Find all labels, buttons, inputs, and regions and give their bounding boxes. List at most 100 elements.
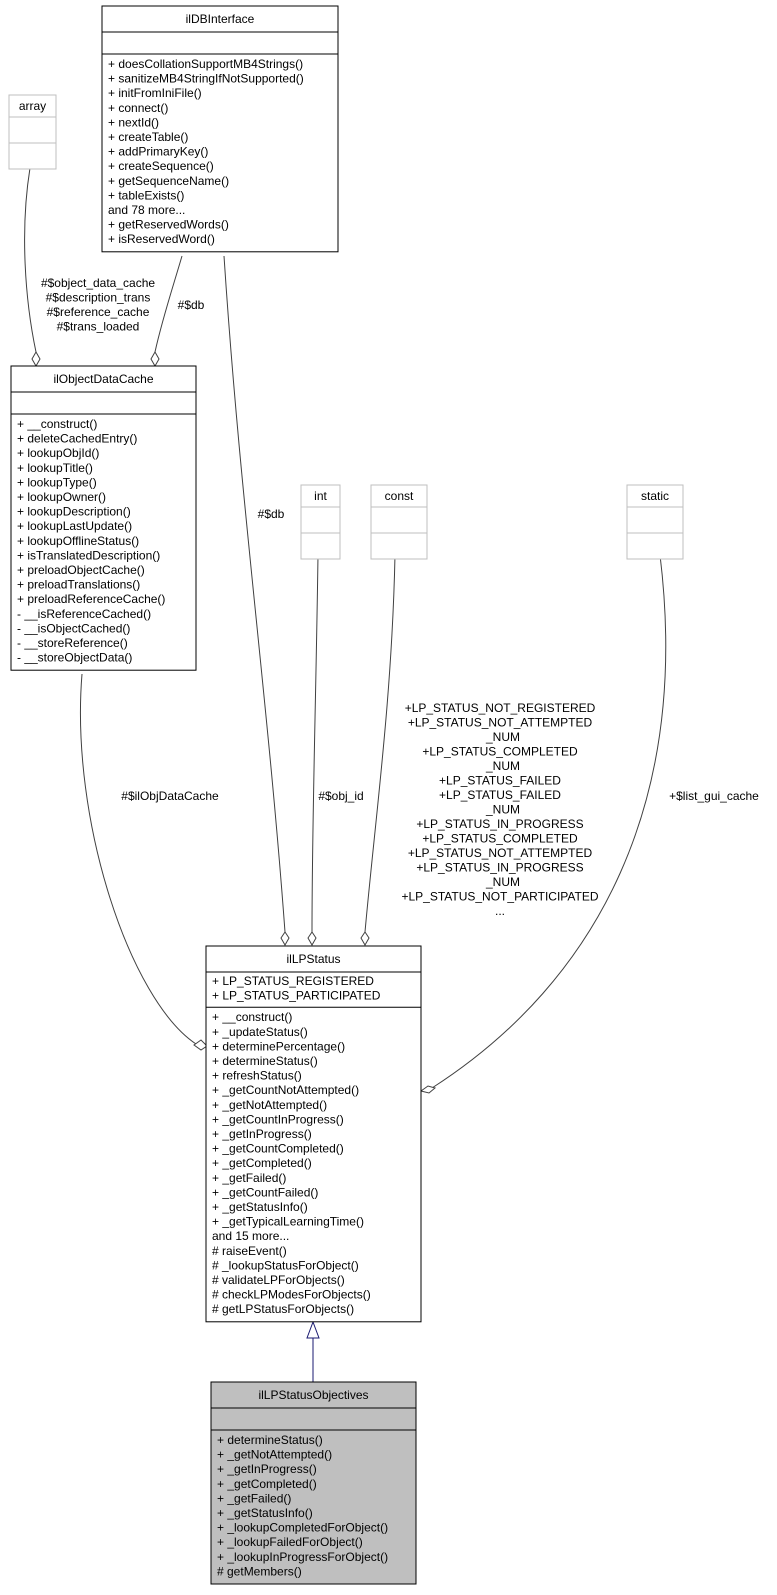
class-method: + __construct() (17, 417, 97, 431)
class-method: + tableExists() (108, 188, 184, 202)
class-name: ilLPStatusObjectives (258, 1388, 368, 1402)
class-method: + doesCollationSupportMB4Strings() (108, 57, 303, 71)
aggregation-diamond-lpstatus-db (280, 931, 290, 947)
class-method: + deleteCachedEntry() (17, 432, 137, 446)
aggregation-diamond-lpstatus-cache (193, 1039, 208, 1051)
class-box-const[interactable]: const (370, 484, 428, 560)
edge-label-line: +LP_STATUS_NOT_ATTEMPTED (408, 846, 593, 860)
class-method: + _getCountNotAttempted() (212, 1083, 359, 1097)
aggregation-diamond-lpstatus-int (307, 931, 317, 947)
class-method: + createTable() (108, 130, 188, 144)
class-name: array (19, 99, 46, 113)
class-method: - __storeReference() (17, 636, 128, 650)
class-method: + _getStatusInfo() (212, 1200, 308, 1214)
class-box-frame (205, 945, 422, 1323)
edge-label-db-lpstatus: #$db (258, 507, 285, 521)
class-method: + determinePercentage() (212, 1039, 345, 1053)
class-name: int (314, 489, 327, 503)
edge-label-cache-lpstatus: #$ilObjDataCache (121, 789, 219, 803)
class-method: # validateLPForObjects() (212, 1273, 345, 1287)
inheritance-arrowhead (306, 1320, 320, 1339)
edge-label-line: #$reference_cache (47, 305, 150, 319)
edge-label-line: _NUM (485, 759, 520, 773)
class-box-lpstatus[interactable]: ilLPStatus + LP_STATUS_REGISTERED+ LP_STA… (205, 945, 422, 1323)
edge-static-to-lpstatus (431, 554, 667, 1089)
edge-labels: #$object_data_cache#$description_trans#$… (41, 276, 759, 918)
class-name: ilLPStatus (286, 952, 340, 966)
class-method: + _getCountInProgress() (212, 1112, 344, 1126)
edge-label-db-cache: #$db (178, 298, 205, 312)
class-attribute: + LP_STATUS_REGISTERED (212, 974, 374, 988)
class-method: + sanitizeMB4StringIfNotSupported() (108, 72, 304, 86)
class-method: + _lookupFailedForObject() (217, 1535, 363, 1549)
edge-label-line: #$obj_id (318, 789, 363, 803)
class-method: + lookupDescription() (17, 505, 131, 519)
class-method: + lookupType() (17, 475, 97, 489)
edge-label-array-cache: #$object_data_cache#$description_trans#$… (41, 276, 155, 334)
class-method: # getLPStatusForObjects() (212, 1302, 354, 1316)
class-method: + createSequence() (108, 159, 214, 173)
class-name: static (641, 489, 669, 503)
edge-label-line: +LP_STATUS_NOT_PARTICIPATED (401, 890, 598, 904)
edge-label-line: +LP_STATUS_IN_PROGRESS (416, 861, 583, 875)
class-method: + preloadObjectCache() (17, 563, 145, 577)
class-method: # getMembers() (217, 1564, 302, 1578)
class-method: + lookupOfflineStatus() (17, 534, 139, 548)
class-box-objectives[interactable]: ilLPStatusObjectives+ determineStatus()+… (210, 1381, 417, 1585)
class-attribute: + LP_STATUS_PARTICIPATED (212, 989, 381, 1003)
class-box-frame (370, 484, 428, 560)
class-name: ilDBInterface (186, 12, 255, 26)
edge-label-int-lpstatus: #$obj_id (318, 789, 363, 803)
class-method: + _updateStatus() (212, 1025, 308, 1039)
edge-label-line: +LP_STATUS_COMPLETED (422, 745, 578, 759)
edges (24, 167, 667, 1382)
edge-label-line: _NUM (485, 730, 520, 744)
class-method: + preloadTranslations() (17, 578, 140, 592)
class-method: + _getNotAttempted() (212, 1098, 327, 1112)
class-box-ildb[interactable]: ilDBInterface + doesCollationSupportMB4St… (101, 5, 339, 253)
class-box-array[interactable]: array (8, 94, 57, 170)
class-method: + lookupOwner() (17, 490, 106, 504)
edge-label-line: +LP_STATUS_COMPLETED (422, 832, 578, 846)
edge-label-const-lpstatus: +LP_STATUS_NOT_REGISTERED +LP_STATUS_NOT_… (401, 701, 598, 918)
class-method: + _getNotAttempted() (217, 1448, 332, 1462)
class-method: + _getInProgress() (217, 1462, 317, 1476)
edge-label-line: ... (495, 904, 505, 918)
edge-array-to-cache (24, 167, 37, 353)
class-method: + _getCompleted() (212, 1156, 312, 1170)
edge-const-to-lpstatus (364, 554, 396, 933)
class-box-int[interactable]: int (300, 484, 341, 560)
class-method: + lookupLastUpdate() (17, 519, 132, 533)
class-method: + refreshStatus() (212, 1069, 302, 1083)
class-name: const (385, 489, 414, 503)
class-box-cache[interactable]: ilObjectDataCache+ __construct()+ delete… (10, 365, 197, 671)
class-method: # _lookupStatusForObject() (212, 1258, 359, 1272)
edge-label-line: #$ilObjDataCache (121, 789, 219, 803)
edge-cache-to-lpstatus (79, 673, 197, 1045)
class-method: + _getInProgress() (212, 1127, 312, 1141)
class-method: + initFromIniFile() (108, 86, 202, 100)
class-method: + isReservedWord() (108, 232, 215, 246)
edge-label-line: _NUM (485, 803, 520, 817)
edge-int-to-lpstatus (311, 554, 319, 933)
edge-label-line: +LP_STATUS_FAILED (439, 788, 561, 802)
class-method: + lookupTitle() (17, 461, 93, 475)
class-method: + determineStatus() (212, 1054, 318, 1068)
class-method: + _getCountCompleted() (212, 1142, 344, 1156)
edge-label-line: #$object_data_cache (41, 276, 155, 290)
edge-label-line: +LP_STATUS_NOT_REGISTERED (405, 701, 596, 715)
edge-label-line: #$db (178, 298, 205, 312)
class-method: + determineStatus() (217, 1433, 323, 1447)
edge-label-line: #$db (258, 507, 285, 521)
class-method: and 15 more... (212, 1229, 289, 1243)
edge-db-to-cache (154, 255, 183, 353)
aggregation-diamond-lpstatus-const (360, 931, 370, 947)
class-box-static[interactable]: static (626, 484, 684, 560)
class-method: and 78 more... (108, 203, 185, 217)
edge-label-line: #$description_trans (46, 291, 151, 305)
class-method: - __storeObjectData() (17, 651, 132, 665)
class-method: + _getFailed() (212, 1171, 286, 1185)
class-method: + addPrimaryKey() (108, 145, 208, 159)
class-box-frame (300, 484, 341, 560)
